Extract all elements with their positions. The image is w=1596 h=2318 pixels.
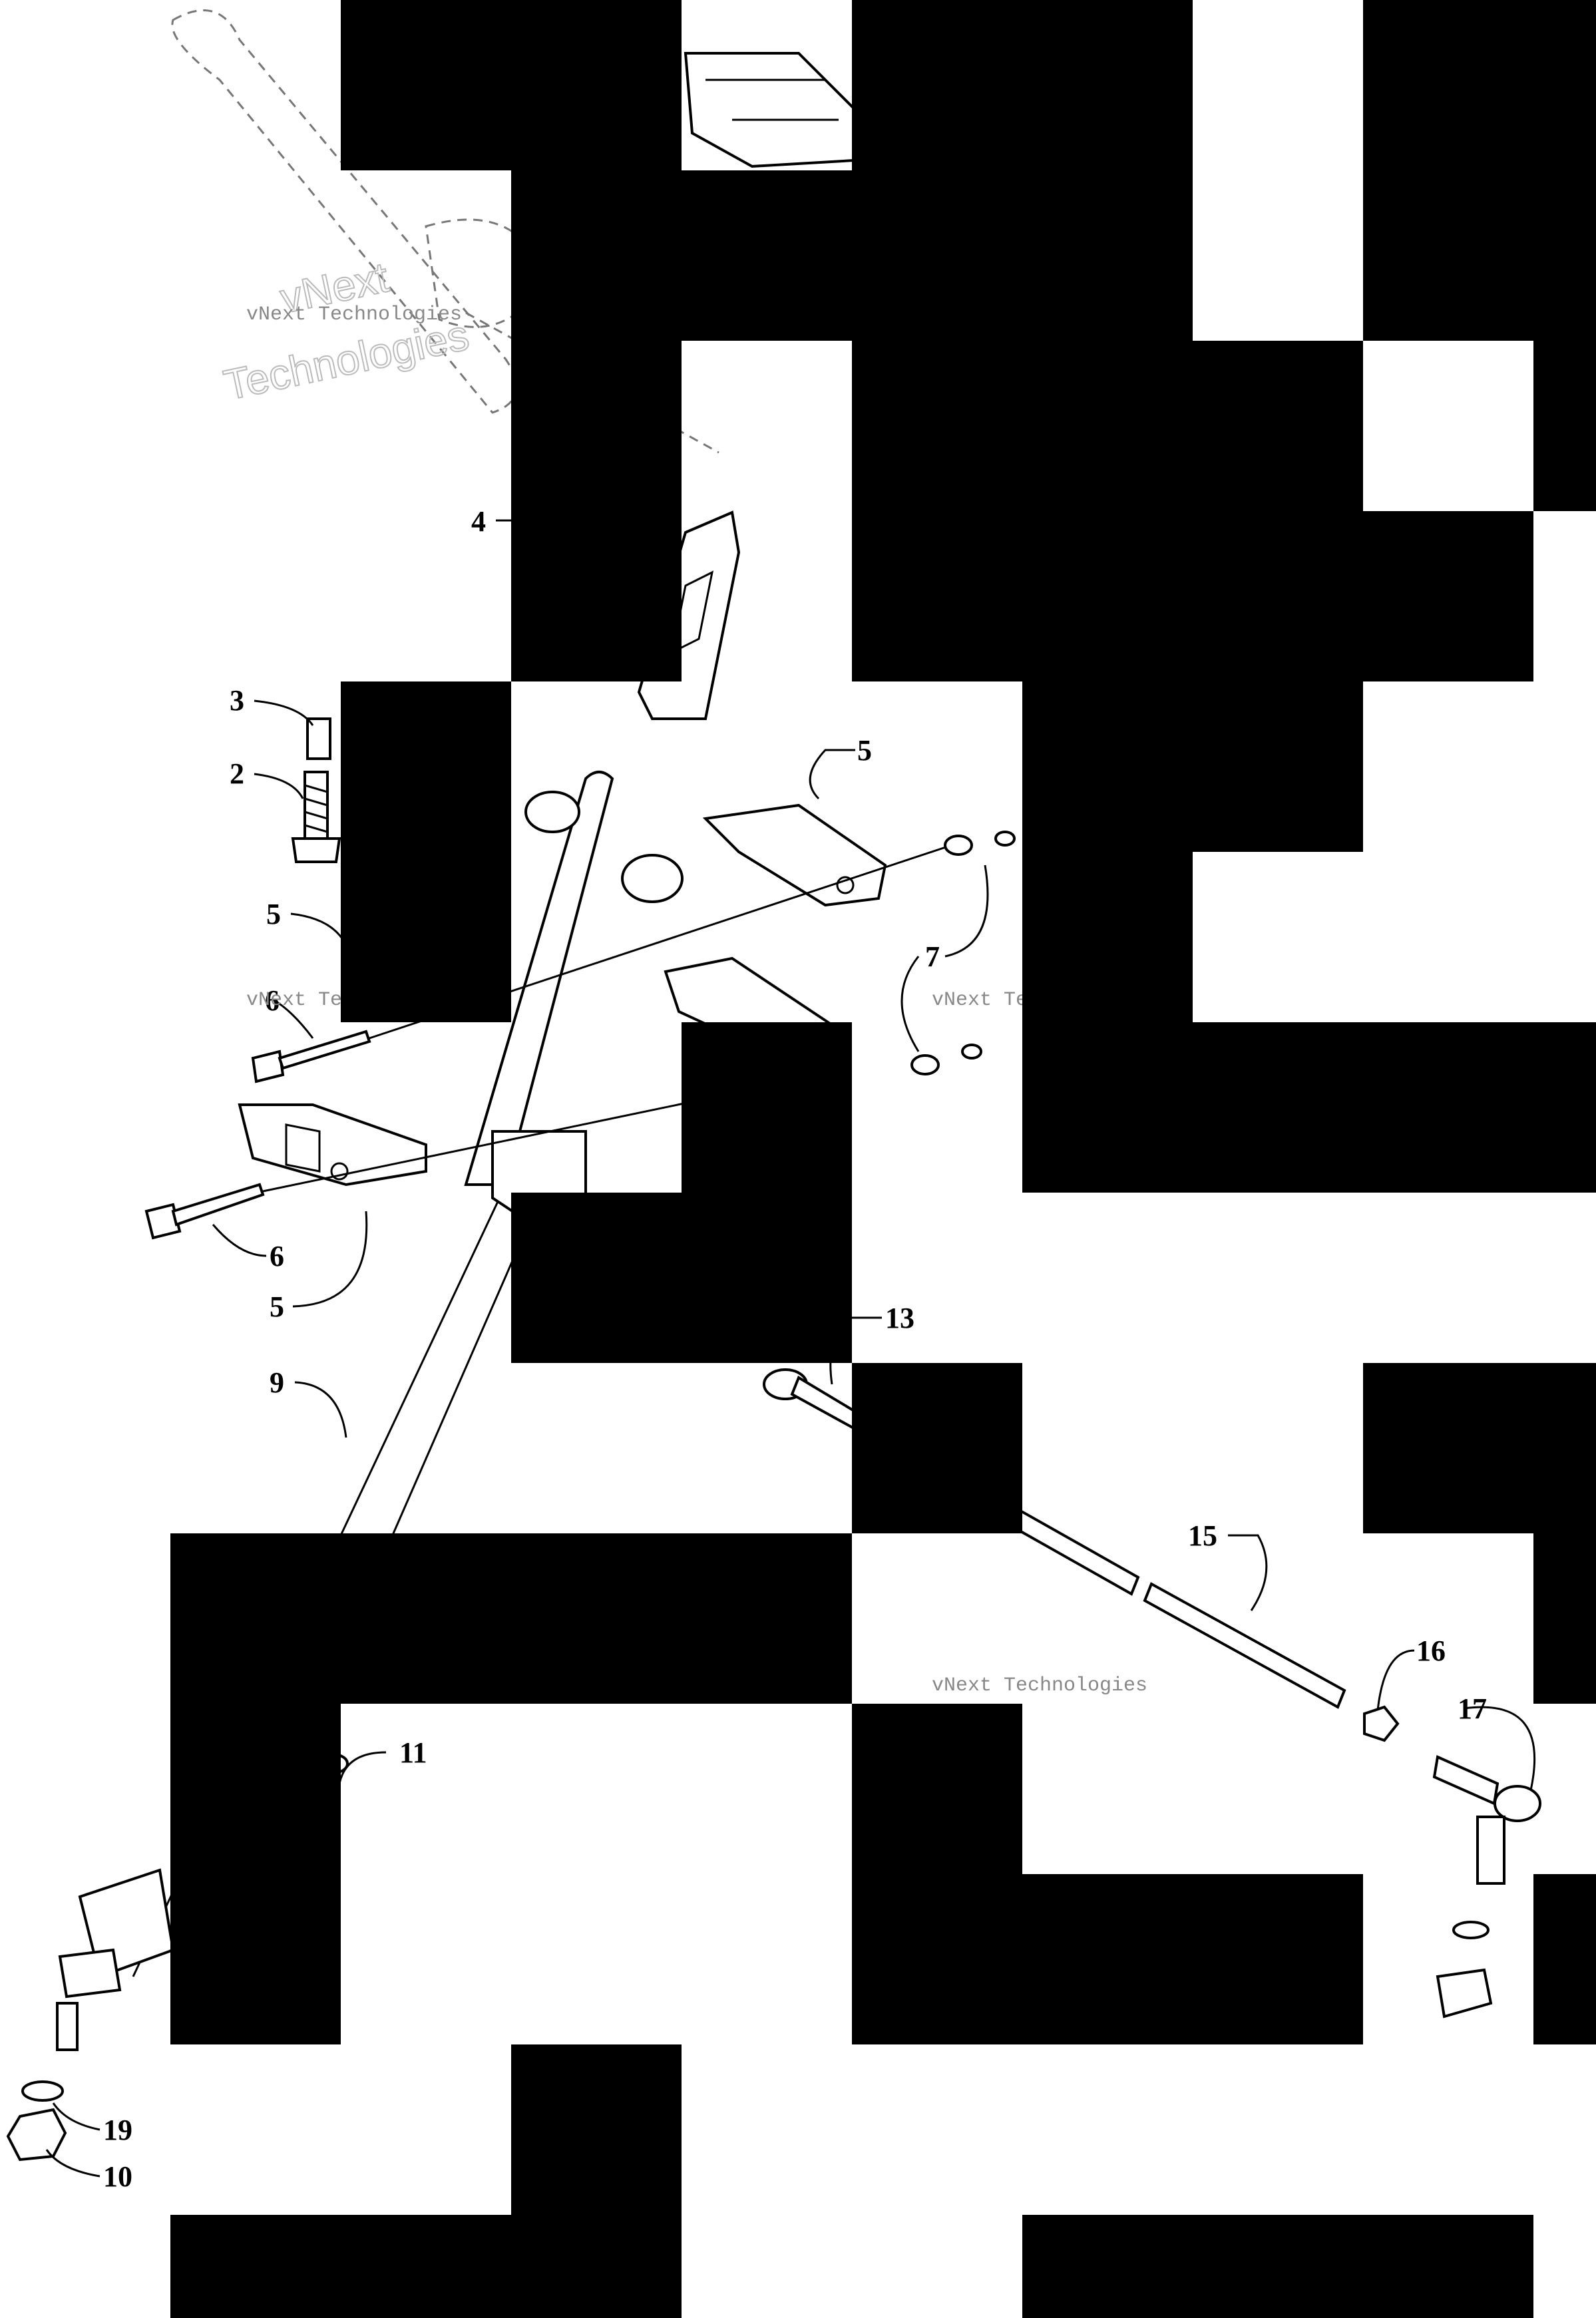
- washer-nut-right: [1436, 1921, 1493, 2019]
- upper-clamp: [684, 52, 867, 168]
- callout-9: 9: [270, 1366, 284, 1399]
- spacer-3: [306, 717, 331, 760]
- callout-labels: 4 3 2 5 5 7 6 6 5 13 9 15 16 17 11 19 10: [103, 505, 1487, 2193]
- nut-10: [6, 2108, 67, 2162]
- callout-17: 17: [1458, 1692, 1487, 1725]
- washer-19: [21, 2080, 64, 2102]
- callout-16: 16: [1416, 1635, 1446, 1667]
- callout-11: 11: [399, 1736, 427, 1769]
- clamp-5-upper-right: [702, 803, 887, 907]
- callout-5-lower: 5: [270, 1290, 284, 1323]
- bolt-2: [291, 771, 341, 863]
- callout-3: 3: [230, 684, 244, 717]
- callout-6-upper: 6: [265, 984, 280, 1017]
- callout-5-upper: 5: [857, 734, 872, 767]
- callout-6-lower: 6: [270, 1240, 284, 1272]
- callout-7: 7: [925, 940, 940, 973]
- lower-column: [56, 1868, 175, 2051]
- watermark-text: vNext Technologies: [932, 1674, 1147, 1697]
- callout-4: 4: [471, 505, 486, 538]
- washers-7: [910, 831, 1016, 1075]
- clamp-5-left: [238, 1103, 427, 1187]
- callout-2: 2: [230, 757, 244, 790]
- callout-10: 10: [103, 2160, 132, 2193]
- callout-13: 13: [885, 1302, 914, 1334]
- tie-rod-end-13: [763, 1368, 867, 1433]
- watermark-text: vNext Technologies: [246, 303, 462, 326]
- callout-5-left: 5: [266, 898, 281, 930]
- nut-16: [1363, 1705, 1400, 1742]
- callout-19: 19: [103, 2114, 132, 2146]
- redaction-blocks: [170, 0, 1596, 2318]
- callout-15: 15: [1188, 1519, 1217, 1552]
- tie-rod-end-17: [1432, 1755, 1541, 1885]
